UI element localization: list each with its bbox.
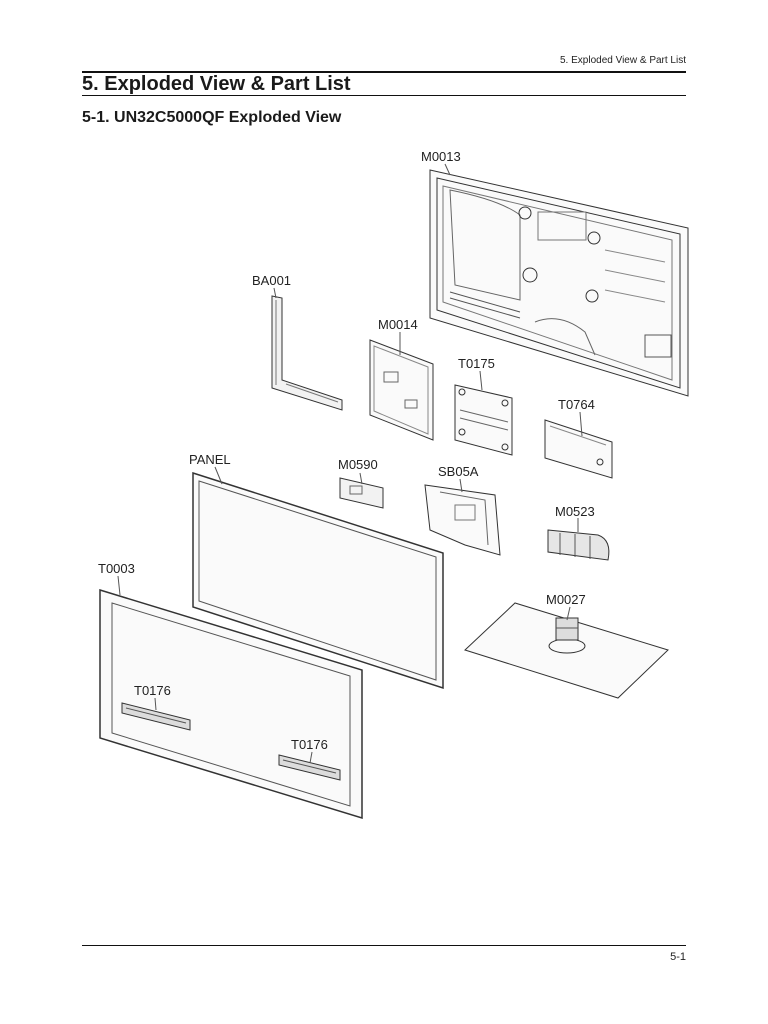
- label-t0003: T0003: [98, 561, 135, 576]
- footer-rule: [82, 945, 686, 946]
- wall-mount-bracket-drawing: [454, 384, 513, 456]
- label-ba001: BA001: [252, 273, 291, 288]
- main-board-drawing: [369, 339, 434, 441]
- label-t0176-left: T0176: [134, 683, 171, 698]
- label-sb05a: SB05A: [438, 464, 479, 479]
- rear-cover-drawing: [429, 169, 689, 397]
- label-m0013: M0013: [421, 149, 461, 164]
- label-panel: PANEL: [189, 452, 231, 467]
- left-bracket-drawing: [271, 295, 343, 411]
- section-title: 5. Exploded View & Part List: [82, 73, 351, 95]
- label-t0175: T0175: [458, 356, 495, 371]
- title-rule: [82, 95, 686, 96]
- small-board-drawing: [339, 477, 384, 509]
- stand-bracket-drawing: [424, 484, 501, 556]
- stand-neck-drawing: [547, 529, 610, 561]
- label-t0176-right: T0176: [291, 737, 328, 752]
- label-m0523: M0523: [555, 504, 595, 519]
- stand-base-drawing: [464, 602, 669, 699]
- speaker-left-drawing: [121, 702, 191, 731]
- panel-drawing: [192, 471, 444, 690]
- label-m0027: M0027: [546, 592, 586, 607]
- power-board-drawing: [544, 419, 613, 479]
- page-number: 5-1: [670, 951, 686, 963]
- header-rule: [82, 71, 686, 73]
- label-t0764: T0764: [558, 397, 595, 412]
- speaker-right-drawing: [278, 754, 341, 781]
- subsection-title: 5-1. UN32C5000QF Exploded View: [82, 109, 342, 126]
- label-m0590: M0590: [338, 457, 378, 472]
- running-header: 5. Exploded View & Part List: [560, 55, 686, 66]
- leader-lines: [117, 163, 583, 764]
- label-m0014: M0014: [378, 317, 418, 332]
